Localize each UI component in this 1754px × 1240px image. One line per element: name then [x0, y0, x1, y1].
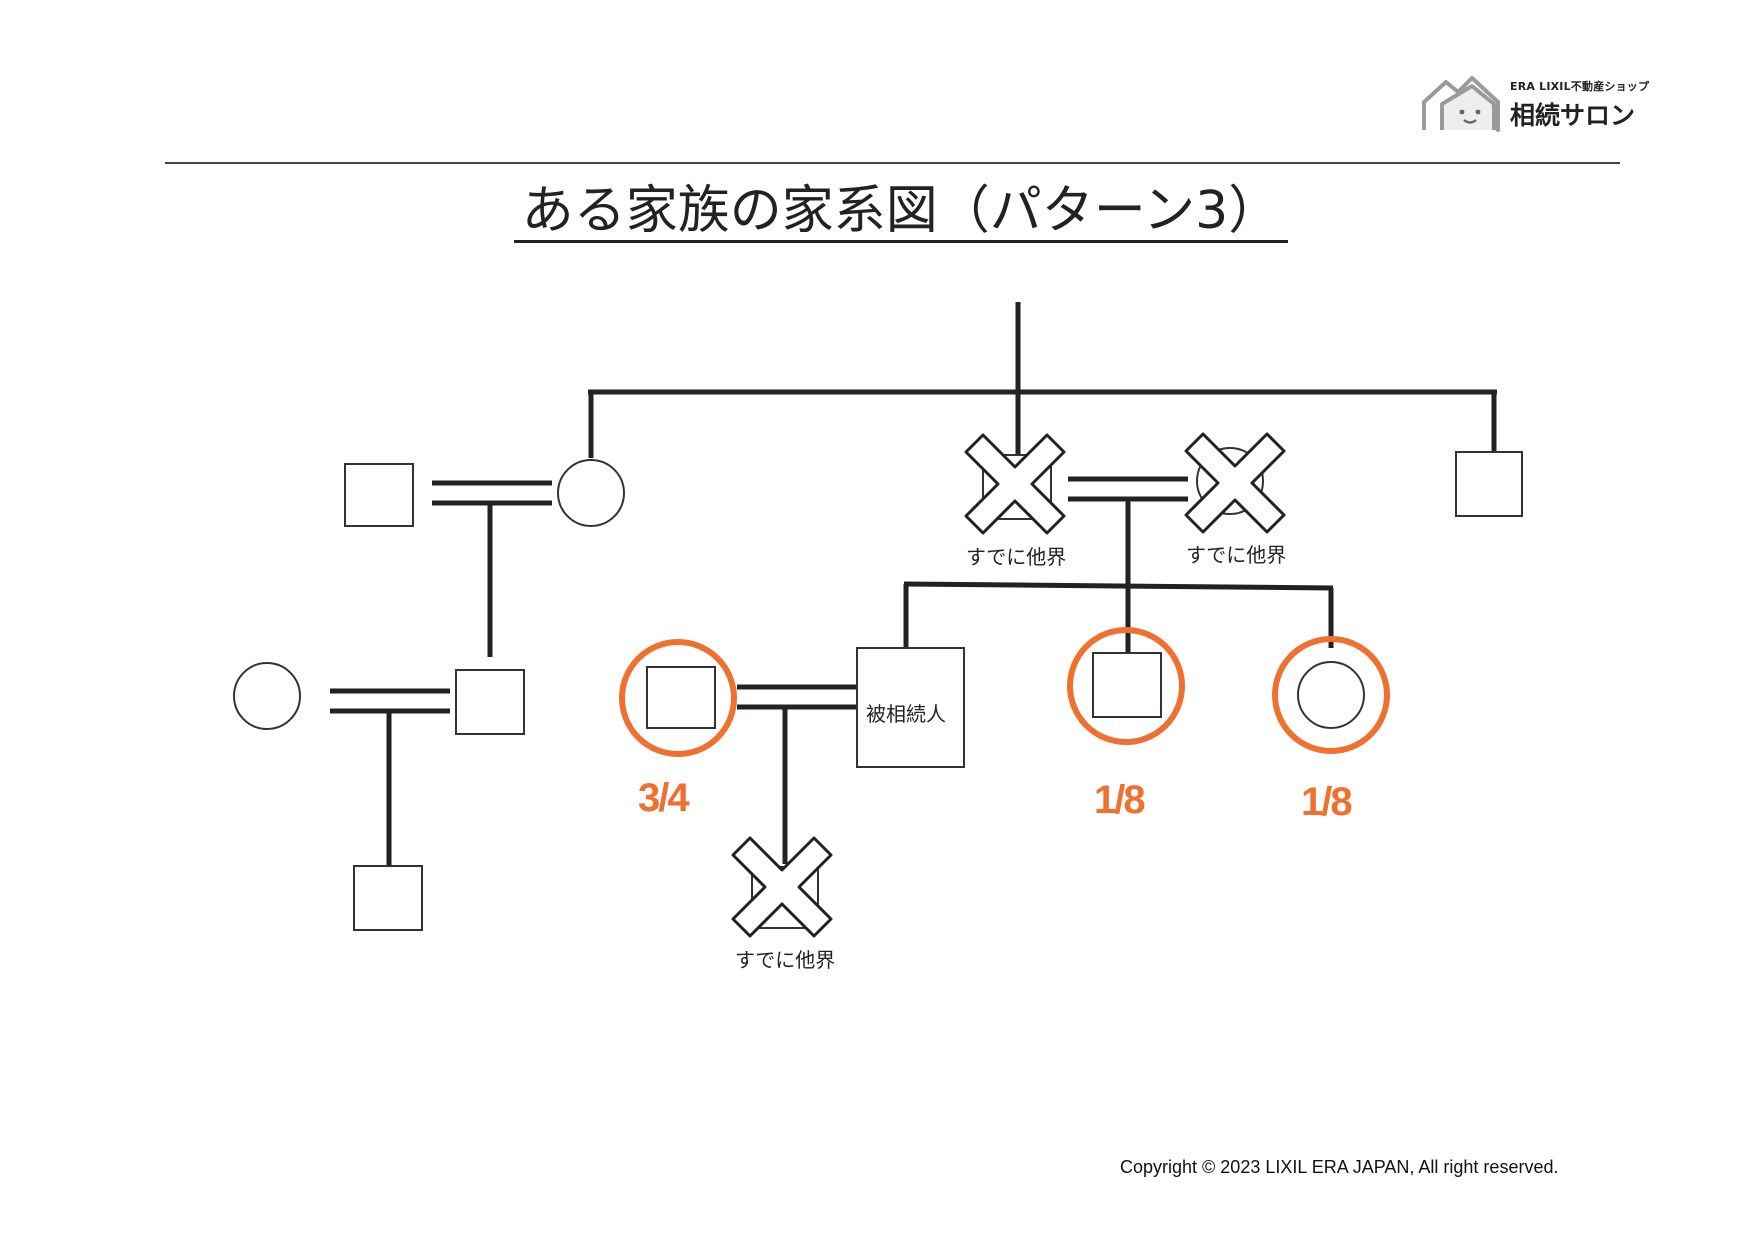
deceased-child-x-icon — [731, 836, 833, 938]
logo-name: 相続サロン — [1510, 101, 1636, 130]
heir-rings — [619, 627, 1390, 757]
person-cousin-spouse — [233, 662, 301, 730]
share-sister: 1/8 — [1301, 780, 1353, 824]
copyright-text: Copyright © 2023 LIXIL ERA JAPAN, All ri… — [1120, 1157, 1559, 1177]
deceased-label-grandmother: すでに他界 — [1186, 543, 1287, 567]
house-face-icon — [1422, 76, 1500, 132]
deceased-marks — [731, 432, 1286, 938]
logo: ERA LIXIL不動産ショップ 相続サロン — [1418, 70, 1658, 134]
person-brother — [1092, 652, 1162, 718]
person-uncle — [1455, 451, 1523, 517]
person-cousin — [455, 669, 525, 735]
children-bar-line — [903, 581, 1334, 591]
person-aunt — [557, 459, 625, 527]
person-uncle-in-law — [344, 463, 414, 527]
title-underline — [514, 240, 1288, 243]
logo-subtitle: ERA LIXIL不動産ショップ — [1510, 80, 1650, 93]
heir-ring-brother — [1067, 627, 1185, 745]
person-nodes — [233, 447, 1523, 931]
person-decedent — [856, 647, 965, 768]
share-brother: 1/8 — [1094, 778, 1146, 822]
page-title: ある家族の家系図（パターン3） — [521, 181, 1281, 241]
deceased-label-child: すでに他界 — [735, 948, 836, 972]
decedent-label: 被相続人 — [866, 702, 946, 726]
deceased-grandmother-x-icon — [1184, 432, 1286, 534]
heir-ring-sister — [1272, 636, 1390, 754]
deceased-grandfather-x-icon — [964, 433, 1066, 535]
deceased-label-grandfather: すでに他界 — [966, 545, 1067, 569]
person-spouse — [646, 666, 716, 729]
person-sister — [1297, 661, 1365, 729]
header-rule — [165, 162, 1620, 164]
share-spouse: 3/4 — [638, 776, 690, 820]
heir-ring-spouse — [619, 639, 737, 757]
person-cousin-child — [353, 865, 423, 931]
